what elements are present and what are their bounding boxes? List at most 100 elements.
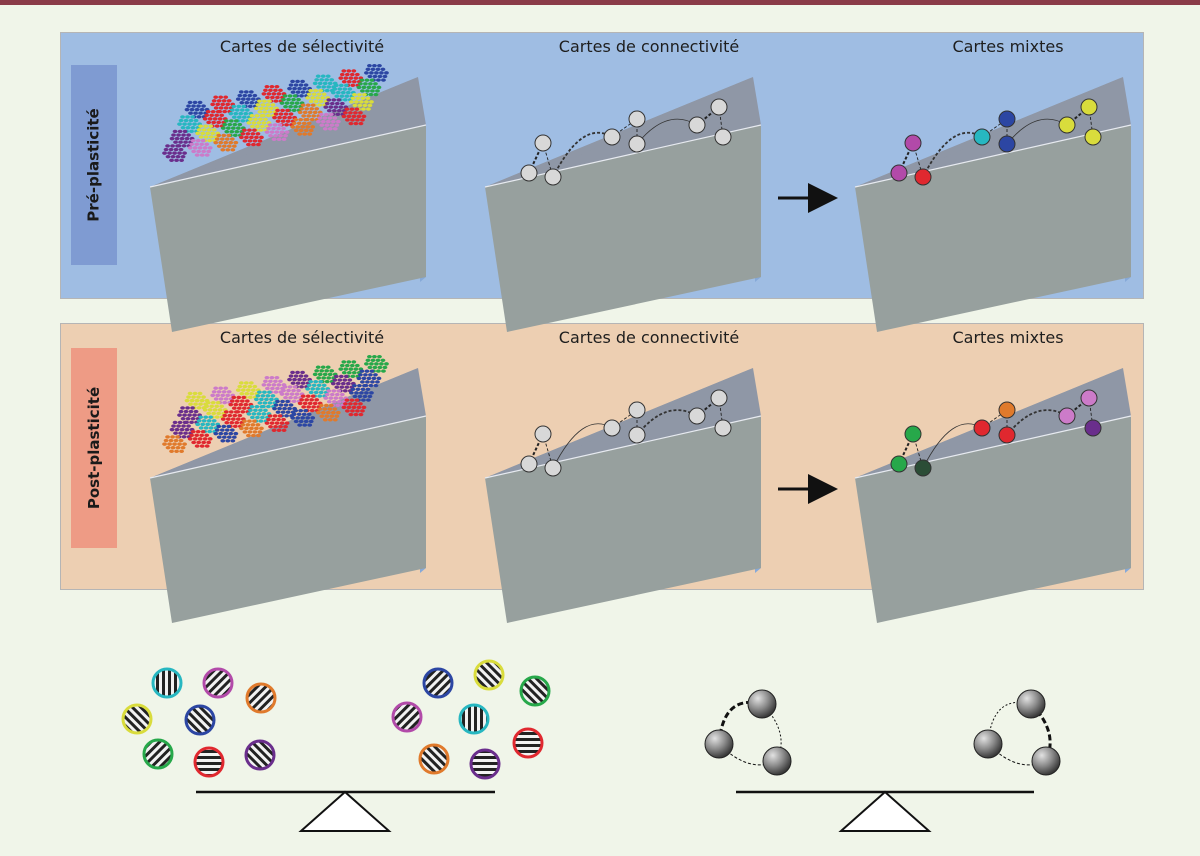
post-connectivity-neuron	[628, 401, 646, 419]
pre-selectivity-cluster-red	[261, 84, 287, 103]
post-selectivity-cluster-red	[264, 414, 290, 433]
post-selectivity-cluster-blue	[272, 399, 297, 418]
gray-neuron	[1016, 689, 1046, 719]
pre-mixed-neuron	[914, 168, 932, 186]
pre-selectivity-cluster-pink	[315, 112, 341, 131]
post-mixed-neuron	[998, 426, 1016, 444]
post-selectivity-cluster-orange	[162, 435, 187, 454]
post-selectivity-cluster-blue	[349, 383, 374, 402]
post-connectivity-neuron	[544, 459, 562, 477]
post-connectivity-neuron	[688, 407, 706, 425]
post-connectivity-network	[520, 389, 732, 477]
post-connectivity-neuron	[603, 419, 621, 437]
pre-connectivity-neuron	[544, 168, 562, 186]
grating-stimulus	[469, 748, 501, 780]
post-mixed-neuron	[1084, 419, 1102, 437]
pre-mixed-neuron	[1084, 128, 1102, 146]
post-selectivity-cluster-cyan	[254, 390, 279, 409]
post-mixed-neuron	[998, 401, 1016, 419]
pre-connectivity-neuron	[688, 116, 706, 134]
pre-connectivity-neuron	[628, 110, 646, 128]
pre-selectivity-cluster-red	[341, 107, 367, 126]
balance-fulcrum	[838, 790, 932, 832]
post-selectivity-cluster-red	[297, 394, 323, 413]
grating-stimulus	[184, 704, 216, 736]
post-connectivity-neuron	[520, 455, 538, 473]
post-connectivity-neuron	[714, 419, 732, 437]
network-link	[552, 131, 613, 178]
pre-selectivity-block	[149, 77, 427, 332]
pre-mixed-neuron	[973, 128, 991, 146]
pre-mixed-network	[890, 98, 1102, 186]
pre-title-mixed: Cartes mixtes	[952, 37, 1064, 56]
pre-selectivity-cluster-purple	[162, 144, 187, 163]
gray-neuron	[762, 746, 792, 776]
pre-selectivity-cluster-blue	[287, 79, 312, 98]
post-selectivity-cluster-pink	[210, 386, 236, 405]
pre-connectivity-neuron	[714, 128, 732, 146]
pre-selectivity-cluster-yellow	[305, 88, 331, 107]
post-mixed-neuron	[1080, 389, 1098, 407]
post-selectivity-cluster-red	[187, 429, 213, 448]
post-selectivity-cluster-purple	[287, 370, 312, 389]
balance-fulcrum	[298, 790, 392, 832]
pre-mixed-neuron	[890, 164, 908, 182]
grating-stimulus	[193, 746, 225, 778]
pre-selectivity-cluster-orange	[290, 117, 316, 136]
grating-stimulus	[245, 682, 277, 714]
pre-title-connectivity: Cartes de connectivité	[558, 37, 740, 56]
grating-stimulus	[202, 667, 234, 699]
post-selectivity-cluster-red	[228, 395, 254, 414]
post-selectivity-cluster-blue	[290, 408, 316, 427]
pre-connectivity-network	[520, 98, 732, 186]
post-plasticity-tag: Post-plasticité	[71, 348, 117, 548]
pre-selectivity-cluster-cyan	[312, 74, 338, 93]
post-selectivity-block	[149, 368, 427, 623]
post-connectivity-neuron	[534, 425, 552, 443]
post-selectivity-cluster-yellow	[184, 391, 210, 410]
grating-stimulus	[391, 701, 423, 733]
post-connectivity-neuron	[628, 426, 646, 444]
pre-connectivity-neuron	[710, 98, 728, 116]
post-selectivity-cluster-pink	[323, 389, 349, 408]
grating-stimulus	[151, 667, 183, 699]
post-mixed-neuron	[904, 425, 922, 443]
pre-selectivity-cluster-pink	[264, 123, 290, 142]
block-front-face	[150, 416, 426, 623]
grating-stimulus	[519, 675, 551, 707]
post-selectivity-cluster-cyan	[305, 379, 331, 398]
pre-mixed-neuron	[1080, 98, 1098, 116]
pre-selectivity-cluster-purple	[169, 129, 195, 148]
post-selectivity-cluster-green	[364, 354, 389, 373]
grating-stimulus	[244, 739, 276, 771]
post-mixed-neuron	[1058, 407, 1076, 425]
network-link	[922, 131, 983, 178]
connectivity-triad-left	[704, 689, 792, 776]
pre-mixed-neuron	[998, 110, 1016, 128]
pre-mixed-neuron	[998, 135, 1016, 153]
grating-stimulus	[473, 659, 505, 691]
grating-stimulus	[418, 743, 450, 775]
pre-selectivity-cluster-orange	[213, 133, 239, 152]
post-selectivity-cluster-green	[338, 360, 364, 379]
grating-stimulus	[512, 727, 544, 759]
gray-neuron	[1031, 746, 1061, 776]
post-mixed-network	[890, 389, 1102, 477]
pre-connectivity-neuron	[603, 128, 621, 146]
grating-stimulus	[121, 703, 153, 735]
pre-connectivity-neuron	[520, 164, 538, 182]
post-selectivity-cluster-blue	[356, 369, 382, 388]
post-mixed-neuron	[914, 459, 932, 477]
grating-stimulus	[458, 703, 490, 735]
pre-mixed-neuron	[904, 134, 922, 152]
post-connectivity-neuron	[710, 389, 728, 407]
pre-selectivity-cluster-red	[239, 128, 264, 147]
pre-selectivity-cluster-purple	[323, 98, 349, 117]
pre-selectivity-clusters	[162, 63, 389, 163]
post-selectivity-cluster-orange	[239, 419, 264, 438]
post-selectivity-cluster-orange	[315, 403, 341, 422]
post-mixed-neuron	[890, 455, 908, 473]
connectivity-triad-right	[973, 689, 1061, 776]
post-selectivity-clusters	[162, 354, 389, 454]
